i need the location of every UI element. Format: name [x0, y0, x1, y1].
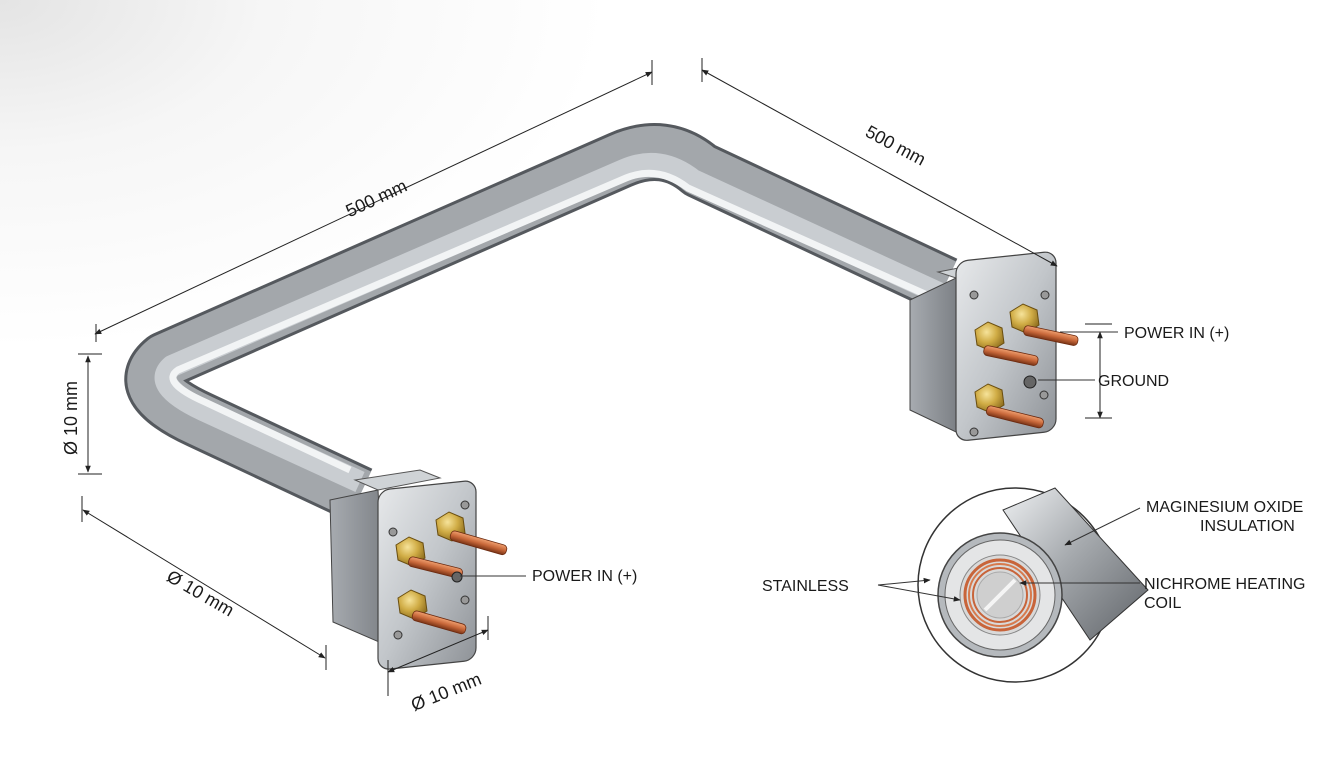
- terminal-studs-right: [974, 303, 1079, 429]
- nichrome-coil-label-line2: COIL: [1144, 595, 1181, 612]
- terminal-studs-left: [395, 511, 508, 635]
- dimension-top-left: [94, 60, 653, 342]
- cross-section-detail: [917, 487, 1149, 683]
- dimension-terminal-label: Ø 10 mm: [408, 669, 484, 715]
- power-in-left-label: POWER IN (+): [532, 568, 637, 585]
- dimension-left-diameter: [78, 353, 102, 475]
- callout-lines-right: [1038, 323, 1118, 419]
- stainless-label: STAINLESS: [762, 578, 849, 595]
- ground-label: GROUND: [1098, 373, 1169, 390]
- callout-lines-section: [877, 507, 1141, 602]
- dimension-top-right: [701, 58, 1058, 267]
- dimension-top-right-label: 500 mm: [862, 121, 929, 169]
- magnesium-oxide-label-line2: INSULATION: [1200, 518, 1295, 535]
- magnesium-oxide-label-line1: MAGINESIUM OXIDE: [1146, 499, 1303, 516]
- dimension-bottom-left: [81, 496, 327, 670]
- heating-tube: [124, 123, 958, 522]
- dimension-bottom-left-label: Ø 10 mm: [163, 566, 237, 620]
- dimension-left-diameter-label: Ø 10 mm: [61, 381, 81, 455]
- dimension-terminal: [387, 616, 489, 696]
- power-in-right-label: POWER IN (+): [1124, 325, 1229, 342]
- nichrome-coil-label-line1: NICHROME HEATING: [1144, 576, 1305, 593]
- dimension-top-left-label: 500 mm: [343, 176, 410, 222]
